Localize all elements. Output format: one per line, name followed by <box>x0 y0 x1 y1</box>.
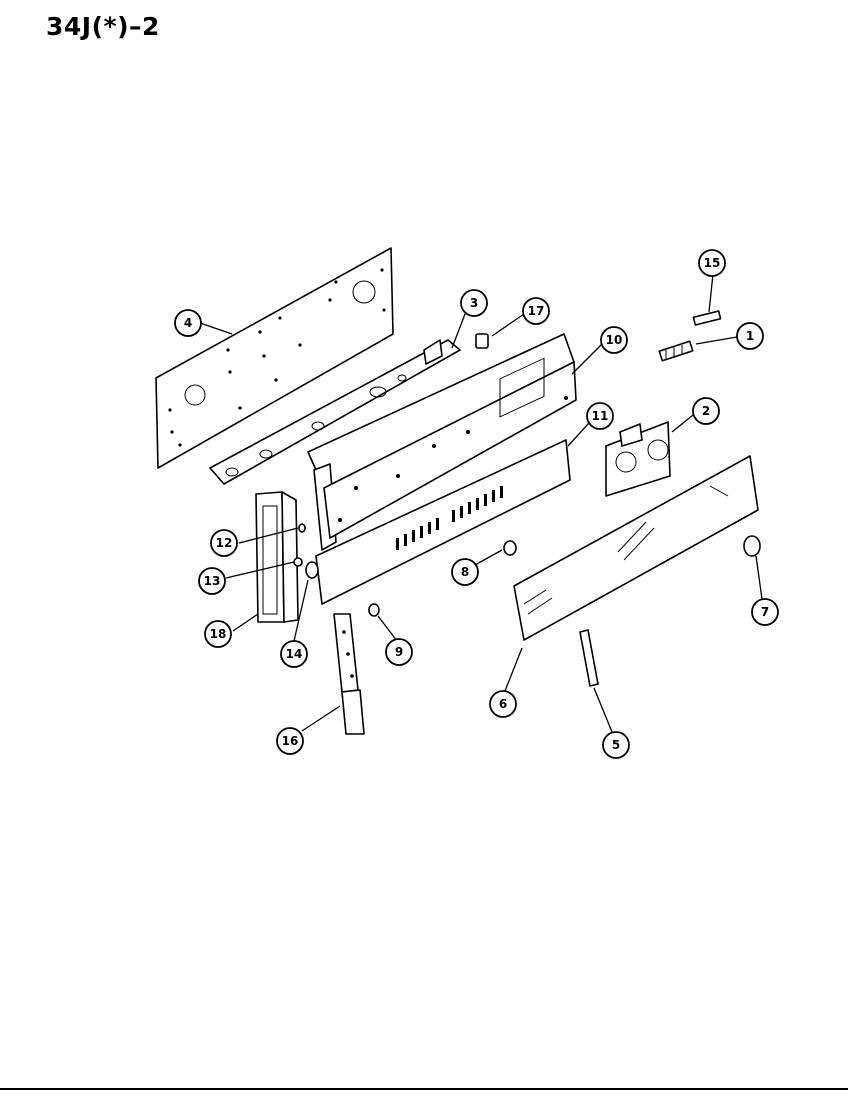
callout-label: 7 <box>761 605 769 619</box>
callout-15: 15 <box>698 249 726 277</box>
callout-label: 11 <box>592 409 609 423</box>
nut-17-part <box>475 333 489 349</box>
callout-4: 4 <box>174 309 202 337</box>
callout-label: 2 <box>702 404 710 418</box>
callout-label: 17 <box>528 304 545 318</box>
callout-6: 6 <box>489 690 517 718</box>
callout-5: 5 <box>602 731 630 759</box>
callout-12: 12 <box>210 529 238 557</box>
callout-label: 14 <box>286 647 303 661</box>
end-cap-part <box>255 491 299 623</box>
callout-label: 1 <box>746 329 754 343</box>
callout-label: 18 <box>210 627 227 641</box>
bracket-part <box>209 339 461 485</box>
leader-lines <box>199 273 763 733</box>
switch-housing-part <box>605 421 671 497</box>
callout-16: 16 <box>276 727 304 755</box>
callout-17: 17 <box>522 297 550 325</box>
callout-label: 15 <box>704 256 721 270</box>
callout-label: 13 <box>204 574 221 588</box>
callout-9: 9 <box>385 638 413 666</box>
trim-strip-part <box>579 629 599 687</box>
nut-9-part <box>368 603 380 617</box>
glass-panel-part <box>513 455 759 641</box>
callout-label: 9 <box>395 645 403 659</box>
fastener-14-part <box>305 561 319 579</box>
knob-7-part <box>743 535 761 557</box>
screw-13-part <box>293 557 303 567</box>
screw-12-part <box>298 523 306 533</box>
callout-label: 12 <box>216 536 233 550</box>
callout-13: 13 <box>198 567 226 595</box>
callout-11: 11 <box>586 402 614 430</box>
callout-3: 3 <box>460 289 488 317</box>
side-bracket-part <box>333 613 365 735</box>
control-panel-part <box>307 333 577 551</box>
callout-10: 10 <box>600 326 628 354</box>
bottom-divider <box>0 1088 848 1090</box>
screw-8-part <box>503 540 517 556</box>
callout-2: 2 <box>692 397 720 425</box>
callout-label: 16 <box>282 734 299 748</box>
back-panel-part <box>155 247 394 469</box>
callout-label: 5 <box>612 738 620 752</box>
element-part <box>658 340 694 362</box>
clip-part <box>692 310 722 326</box>
callout-label: 10 <box>606 333 623 347</box>
lower-trim-part <box>315 439 571 605</box>
callout-label: 4 <box>184 316 192 330</box>
callout-18: 18 <box>204 620 232 648</box>
callout-label: 3 <box>470 296 478 310</box>
callout-7: 7 <box>751 598 779 626</box>
callout-label: 6 <box>499 697 507 711</box>
callout-14: 14 <box>280 640 308 668</box>
callout-label: 8 <box>461 565 469 579</box>
page-title: 34J(*)–2 <box>46 12 160 41</box>
callout-1: 1 <box>736 322 764 350</box>
callout-8: 8 <box>451 558 479 586</box>
